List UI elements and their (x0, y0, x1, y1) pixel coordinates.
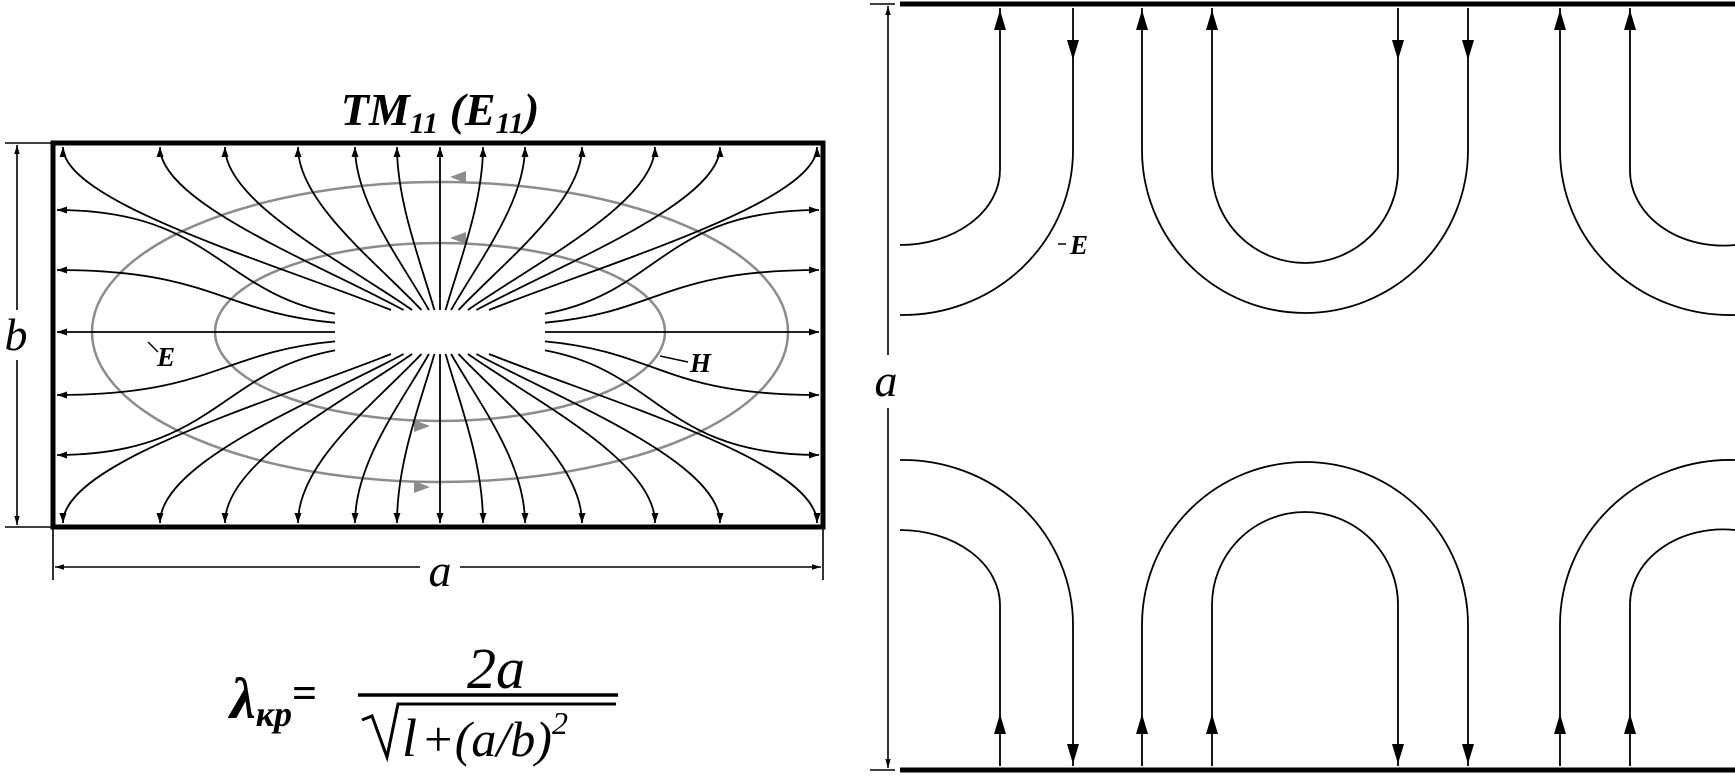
h-arrow-outer-top (450, 171, 466, 183)
height-label-b: b (5, 309, 28, 360)
e-line-down-7 (444, 353, 487, 524)
waveguide-cross-section (50, 140, 826, 530)
tm11-mode-figure: TM11 (E11) a b E H (5, 84, 826, 596)
e-line-left-0 (56, 206, 336, 315)
mode-title: TM11 (E11) (341, 84, 540, 140)
e-line-left-3 (56, 349, 336, 459)
e-line-down-8 (450, 353, 529, 524)
e-line-down-9 (457, 353, 586, 524)
e-line-up-1 (156, 146, 405, 311)
formula-numerator: 2a (467, 636, 525, 701)
e-line-right-0 (544, 206, 820, 315)
arrow-bottom-1560 (1554, 714, 1566, 734)
e-field-label: E (156, 342, 175, 372)
e-line-right-1 (544, 266, 820, 324)
e-line-up-10 (467, 146, 659, 311)
wall-field-pattern-figure: a E (870, 1, 1735, 773)
h-arrow-inner-bottom (414, 420, 430, 432)
height-label-a: a (875, 355, 898, 406)
e-line-left-1 (56, 266, 336, 324)
cutoff-wavelength-formula: λкр= 2a l+(a/b)2 (228, 636, 618, 768)
e-line-down-0 (59, 353, 392, 524)
arrow-top-1142 (1136, 10, 1148, 30)
arrow-bottom-1398 (1392, 744, 1404, 764)
e-line-down-4 (351, 353, 430, 524)
bottom-arch-left-outer (899, 459, 1074, 766)
e-line-up-3 (294, 146, 423, 311)
e-line-down-10 (467, 353, 659, 524)
e-line-up-2 (221, 146, 413, 311)
arrow-bottom-1142 (1136, 714, 1148, 734)
top-arch-left-outer (899, 8, 1074, 316)
e-label-leader (147, 341, 159, 353)
h-field-label: H (689, 348, 712, 378)
arrow-bottom-1630 (1624, 714, 1636, 734)
top-arch-outer (1141, 8, 1469, 314)
top-arch-right-inner (1629, 8, 1735, 247)
h-arrow-inner-top (450, 232, 466, 244)
arrow-top-1630 (1624, 10, 1636, 30)
dimension-a (52, 527, 824, 580)
arrow-top-1073 (1067, 40, 1079, 60)
arrow-bottom-1212 (1206, 714, 1218, 734)
e-line-up-5 (393, 146, 436, 311)
bottom-arch-inner (1211, 511, 1399, 766)
bottom-arch-left-inner (899, 529, 1001, 766)
e-line-down-2 (221, 353, 413, 524)
e-line-down-1 (156, 353, 405, 524)
e-field-lines (56, 146, 821, 524)
e-line-up-8 (450, 146, 529, 311)
top-arch-right-outer (1559, 8, 1735, 316)
bottom-arch-right-inner (1629, 528, 1735, 766)
arrow-top-1560 (1554, 10, 1566, 30)
e-line-up-9 (457, 146, 586, 311)
top-arch-inner (1211, 8, 1399, 264)
e-line-right-2 (544, 340, 820, 399)
bottom-arch-outer (1141, 461, 1469, 766)
square-root-sign (361, 702, 616, 763)
e-line-up-4 (351, 146, 430, 311)
bottom-arch-right-outer (1559, 459, 1735, 766)
arrow-top-1468 (1462, 40, 1474, 60)
arrow-bottom-1000 (994, 714, 1006, 734)
e-line-up-7 (444, 146, 487, 311)
arrow-bottom-1073 (1067, 744, 1079, 764)
e-line-up-12 (488, 146, 821, 311)
h-label-leader (659, 355, 689, 363)
top-arch-left-inner (899, 8, 1001, 246)
e-line-left-2 (56, 340, 336, 399)
e-line-up-0 (59, 146, 392, 311)
dimension-b (5, 142, 53, 528)
e-line-right-3 (544, 349, 820, 459)
e-field-label-right: E (1069, 230, 1088, 260)
arrow-top-1212 (1206, 10, 1218, 30)
h-arrow-outer-bottom (414, 481, 430, 493)
e-line-down-5 (393, 353, 436, 524)
e-field-arches (899, 8, 1735, 766)
e-line-down-3 (294, 353, 423, 524)
lambda-symbol: λкр= (228, 666, 317, 734)
width-label-a: a (429, 545, 452, 596)
e-line-down-11 (475, 353, 724, 524)
e-line-down-12 (488, 353, 821, 524)
e-line-up-11 (475, 146, 724, 311)
formula-denominator: l+(a/b)2 (402, 705, 568, 768)
arrow-top-1398 (1392, 40, 1404, 60)
h-field-arrows (414, 171, 466, 493)
arrow-top-1000 (994, 10, 1006, 30)
arrow-bottom-1468 (1462, 744, 1474, 764)
